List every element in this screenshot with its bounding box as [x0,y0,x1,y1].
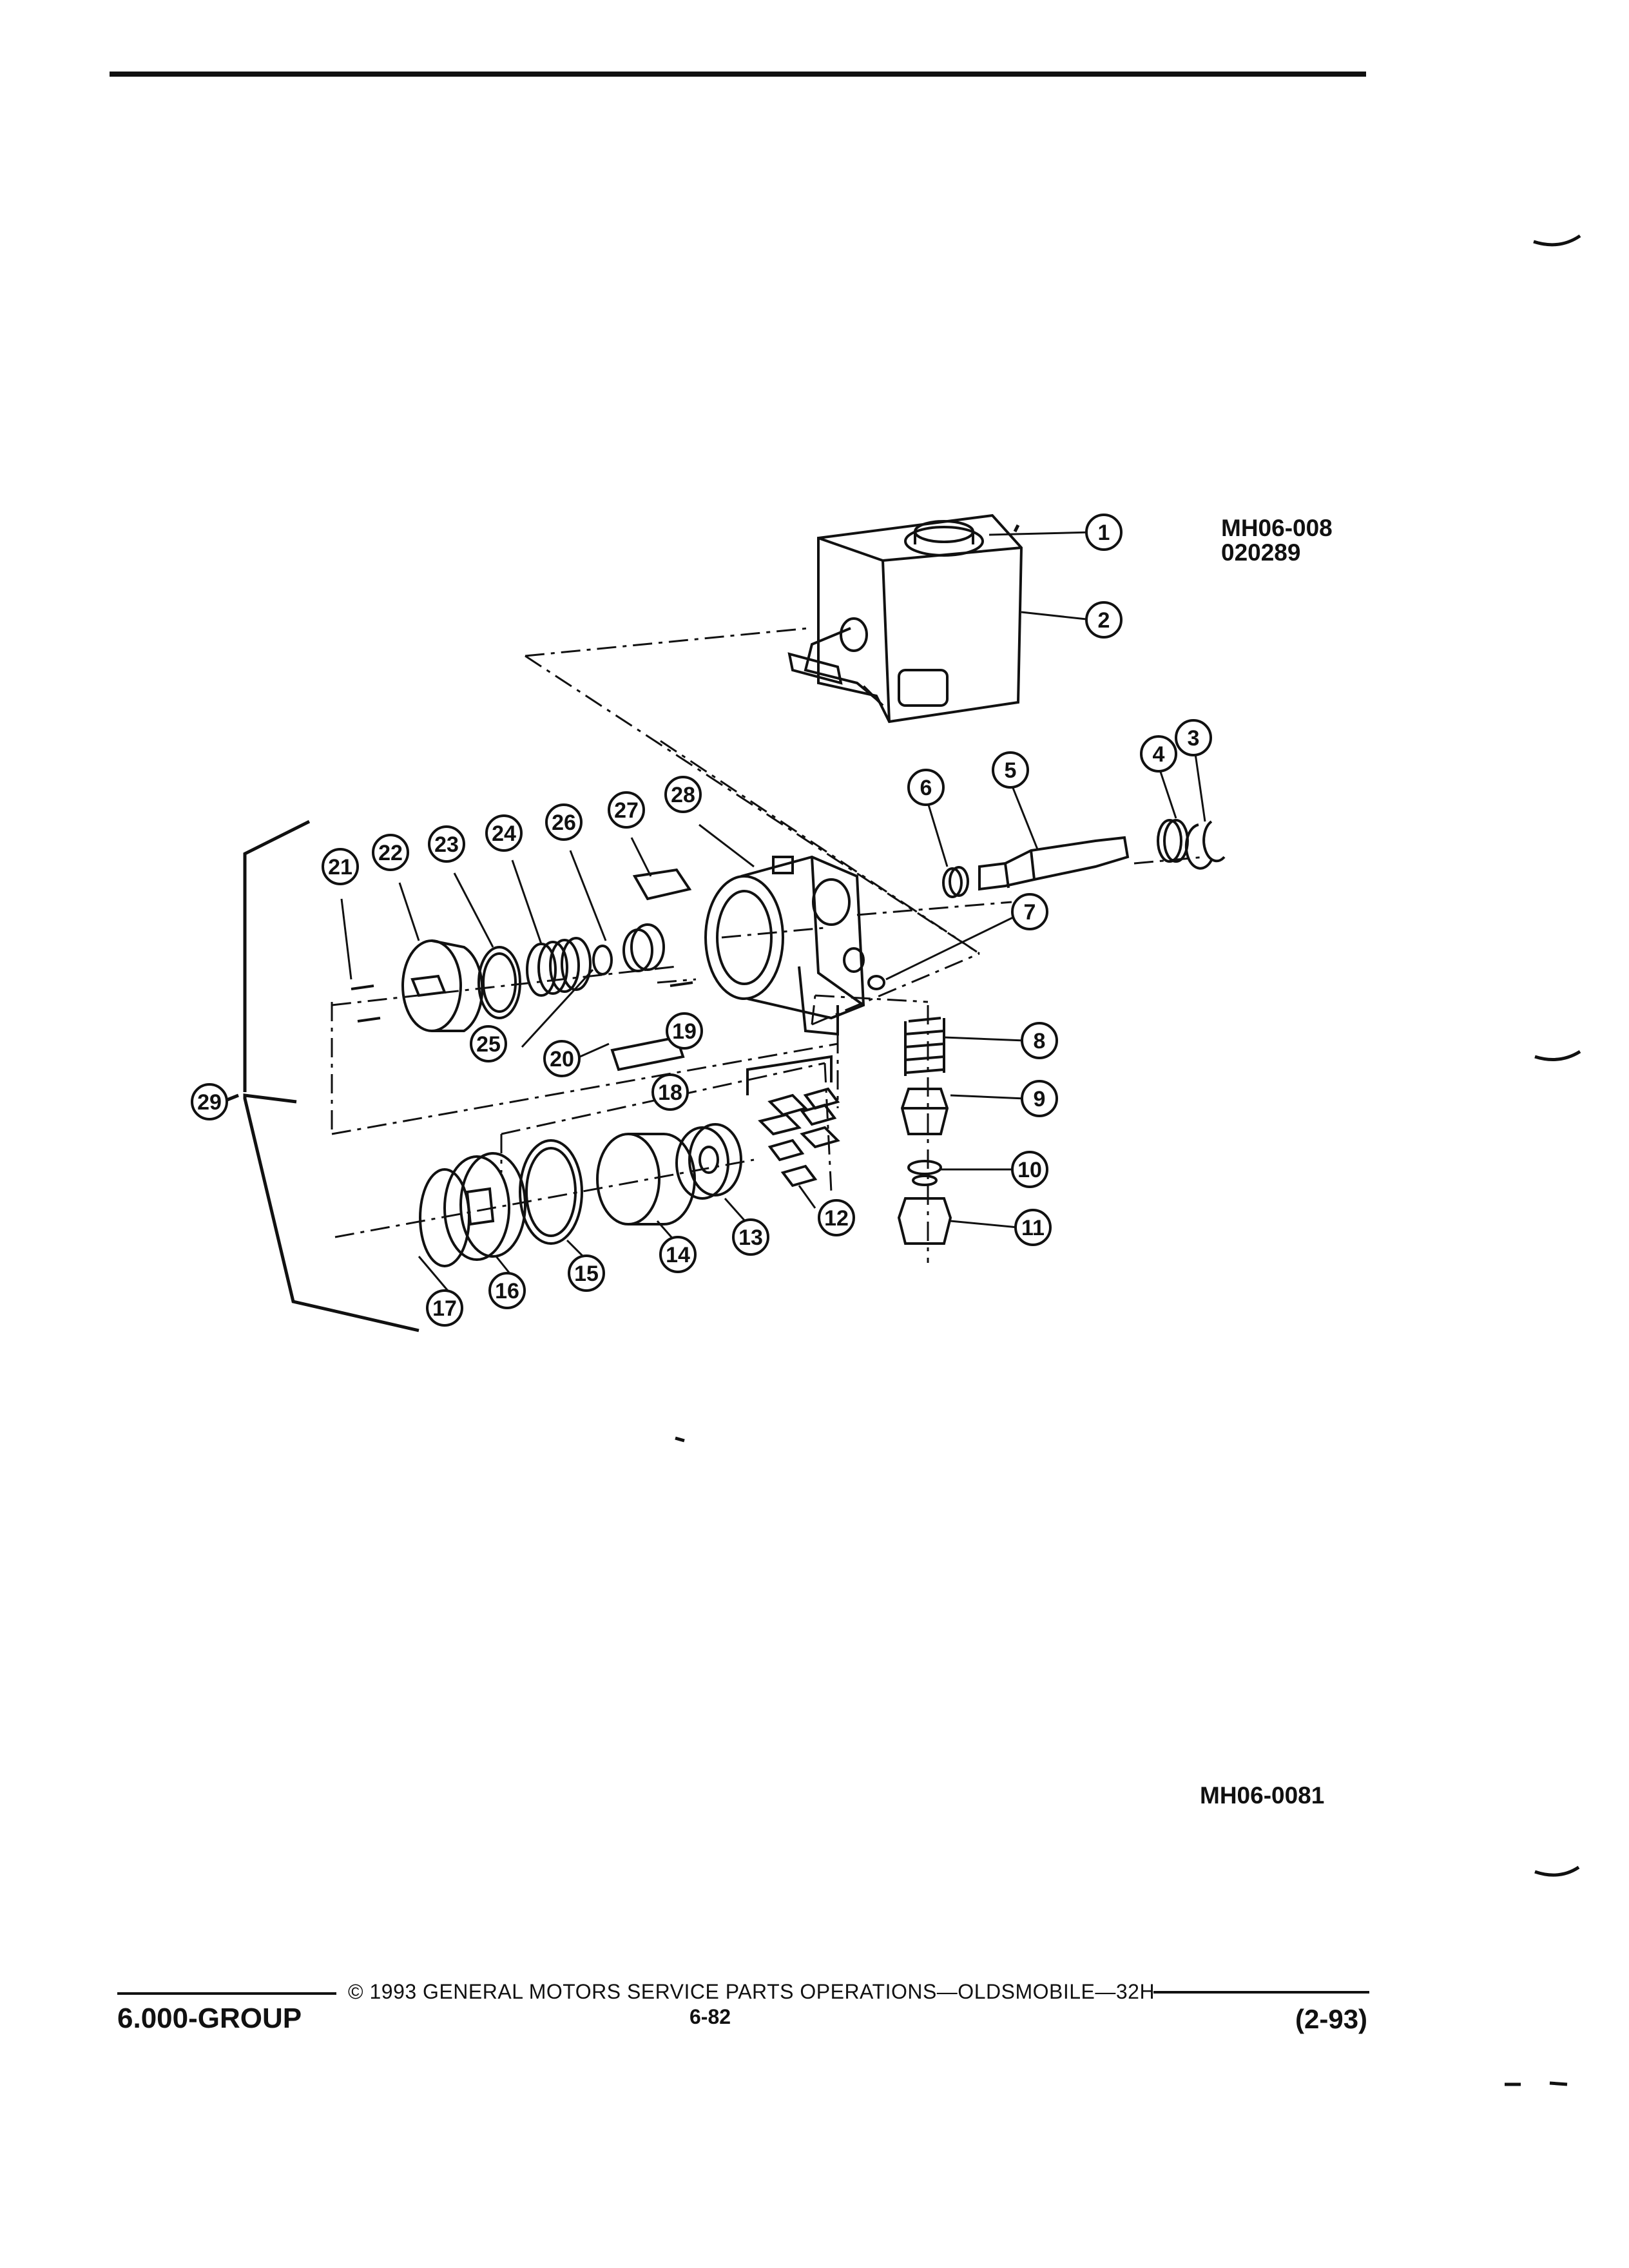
callout-label: 3 [1188,726,1200,751]
callout-8: 8 [1021,1022,1058,1059]
cover-parts [351,868,693,1072]
callout-label: 23 [434,832,459,857]
callout-13: 13 [732,1218,769,1256]
callout-label: 29 [197,1090,222,1115]
rotor-parts [419,1055,840,1267]
callout-5: 5 [992,751,1029,789]
footer-date: (2-93) [1295,2004,1368,2034]
callout-label: 20 [550,1047,574,1072]
callout-label: 14 [666,1243,690,1267]
callout-15: 15 [568,1254,605,1292]
pump-body-illustration [704,855,865,1036]
callout-2: 2 [1085,601,1123,639]
callout-label: 8 [1034,1029,1046,1053]
callout-label: 17 [432,1296,457,1321]
callout-label: 4 [1153,742,1165,767]
footer-copyright: © 1993 GENERAL MOTORS SERVICE PARTS OPER… [348,1980,1155,2003]
callout-label: 21 [328,855,352,879]
footer-page-number: 6-82 [689,2005,731,2028]
callout-label: 15 [574,1262,599,1286]
footer-rule-right [1153,1991,1369,1994]
footer-group: 6.000-GROUP [117,2003,302,2034]
drawing-code-bottom: MH06-0081 [1200,1782,1325,1809]
callout-24: 24 [485,814,523,852]
callout-4: 4 [1140,735,1177,773]
callout-label: 5 [1005,758,1017,783]
callout-14: 14 [659,1236,697,1273]
callout-23: 23 [428,825,465,863]
callout-3: 3 [1175,719,1212,756]
callout-20: 20 [543,1040,581,1077]
callout-label: 18 [658,1081,682,1105]
callout-label: 10 [1017,1158,1042,1182]
callout-18: 18 [651,1073,689,1111]
callout-label: 12 [824,1206,849,1231]
callout-label: 1 [1098,521,1110,545]
shaft-parts [867,819,1226,990]
callout-label: 2 [1098,608,1110,633]
callout-label: 7 [1024,900,1036,925]
callout-label: 19 [672,1019,697,1044]
callout-25: 25 [470,1025,507,1062]
callout-26: 26 [545,803,583,841]
callout-28: 28 [664,776,702,813]
callout-7: 7 [1011,893,1048,930]
callout-label: 16 [495,1279,519,1303]
callout-9: 9 [1021,1080,1058,1117]
callout-12: 12 [818,1199,855,1236]
callout-1: 1 [1085,514,1123,551]
callout-label: 9 [1034,1087,1046,1111]
callout-19: 19 [666,1012,703,1050]
footer-rule-left [117,1992,336,1995]
callout-label: 25 [476,1032,501,1057]
callout-29: 29 [191,1083,228,1120]
assembly-bracket-29 [222,820,419,1332]
callout-21: 21 [322,848,359,885]
callout-label: 28 [671,783,695,807]
callout-17: 17 [426,1289,463,1327]
callout-label: 6 [920,776,932,800]
reservoir-illustration [787,514,1023,724]
callout-label: 24 [492,822,516,846]
callout-label: 26 [552,811,576,835]
callout-27: 27 [608,791,645,829]
callout-label: 22 [378,841,403,865]
callout-label: 13 [738,1225,763,1250]
drawing-code-top-2: 020289 [1221,539,1301,566]
callout-6: 6 [907,769,945,806]
drawing-code-top-1: MH06-008 [1221,515,1333,541]
header-rule [110,72,1366,77]
callout-11: 11 [1014,1209,1052,1246]
valve-parts [897,1017,952,1245]
callout-22: 22 [372,834,409,871]
callout-10: 10 [1011,1151,1048,1188]
callout-16: 16 [488,1272,526,1309]
callout-label: 11 [1021,1216,1045,1240]
callout-label: 27 [614,798,639,823]
